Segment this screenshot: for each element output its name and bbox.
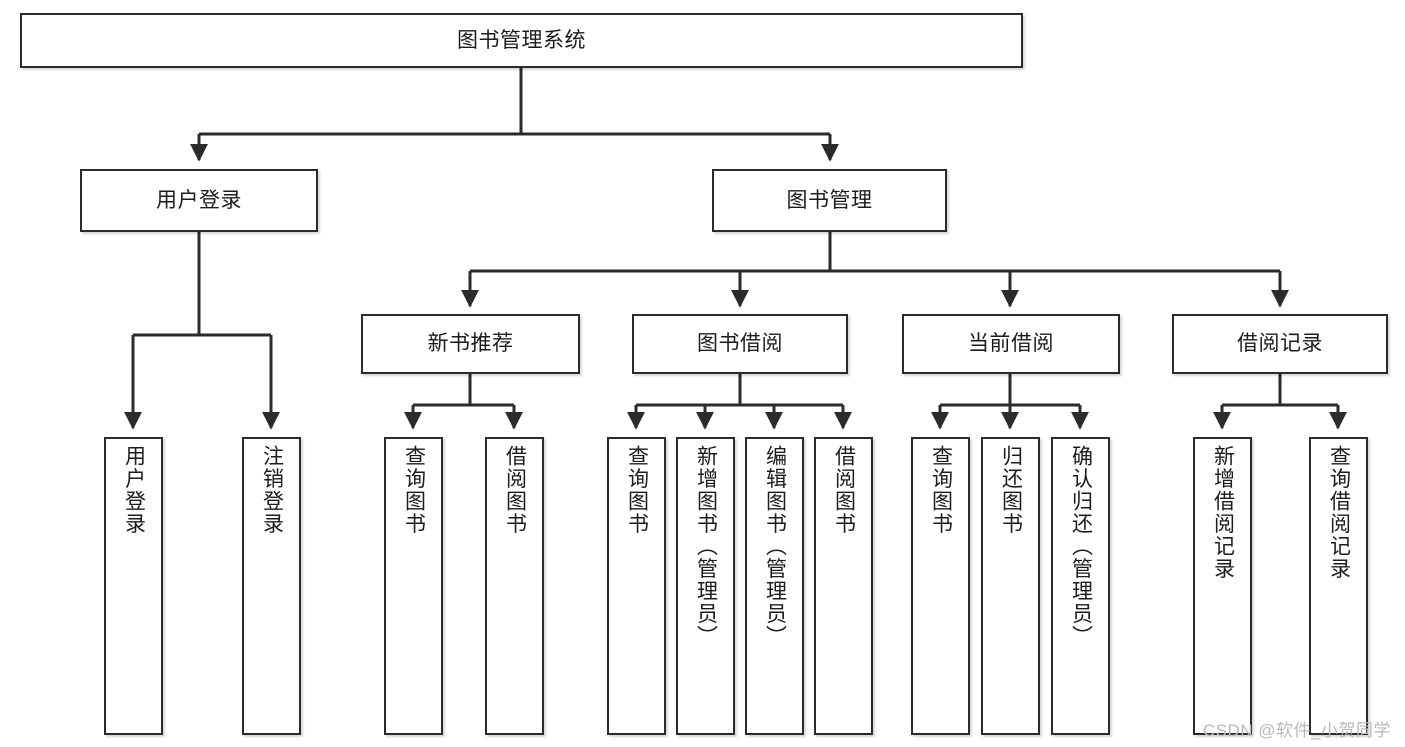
node-leaf-add-record-label: 新增借阅记录 bbox=[1211, 445, 1235, 580]
node-leaf-borrow-book-2[interactable]: 借阅图书 bbox=[814, 437, 873, 735]
node-leaf-borrow-book-1[interactable]: 借阅图书 bbox=[485, 437, 544, 735]
node-leaf-add-record[interactable]: 新增借阅记录 bbox=[1193, 437, 1252, 735]
csdn-watermark: CSDN @软件_小贺同学 bbox=[1202, 721, 1391, 740]
node-leaf-query-record-label: 查询借阅记录 bbox=[1327, 445, 1351, 580]
node-user-login-label: 用户登录 bbox=[156, 188, 242, 212]
node-leaf-confirm-return-label: 确认归还（管理员） bbox=[1069, 445, 1093, 648]
node-leaf-return-book[interactable]: 归还图书 bbox=[981, 437, 1040, 735]
node-new-book-recommend[interactable]: 新书推荐 bbox=[361, 314, 580, 374]
node-leaf-query-book-2[interactable]: 查询图书 bbox=[607, 437, 666, 735]
node-current-borrow-label: 当前借阅 bbox=[968, 332, 1054, 356]
node-leaf-user-login[interactable]: 用户登录 bbox=[104, 437, 163, 735]
node-user-login[interactable]: 用户登录 bbox=[80, 169, 318, 232]
node-leaf-user-login-label: 用户登录 bbox=[122, 445, 146, 535]
node-leaf-query-book-3-label: 查询图书 bbox=[929, 445, 953, 535]
node-book-borrow[interactable]: 图书借阅 bbox=[632, 314, 848, 374]
node-new-book-recommend-label: 新书推荐 bbox=[427, 332, 514, 356]
node-borrow-records[interactable]: 借阅记录 bbox=[1172, 314, 1388, 374]
node-current-borrow[interactable]: 当前借阅 bbox=[902, 314, 1120, 374]
node-book-borrow-label: 图书借阅 bbox=[697, 332, 783, 356]
node-leaf-confirm-return[interactable]: 确认归还（管理员） bbox=[1051, 437, 1110, 735]
node-book-management[interactable]: 图书管理 bbox=[712, 169, 947, 232]
node-leaf-borrow-book-2-label: 借阅图书 bbox=[832, 445, 856, 535]
node-root[interactable]: 图书管理系统 bbox=[20, 13, 1023, 68]
node-leaf-query-record[interactable]: 查询借阅记录 bbox=[1309, 437, 1368, 735]
node-borrow-records-label: 借阅记录 bbox=[1237, 332, 1323, 356]
node-leaf-query-book-1[interactable]: 查询图书 bbox=[384, 437, 443, 735]
node-root-label: 图书管理系统 bbox=[457, 28, 586, 52]
node-leaf-query-book-2-label: 查询图书 bbox=[625, 445, 649, 535]
node-leaf-borrow-book-1-label: 借阅图书 bbox=[503, 445, 527, 535]
node-leaf-edit-book[interactable]: 编辑图书（管理员） bbox=[745, 437, 804, 735]
node-leaf-logout[interactable]: 注销登录 bbox=[242, 437, 301, 735]
node-leaf-query-book-1-label: 查询图书 bbox=[402, 445, 426, 535]
node-leaf-edit-book-label: 编辑图书（管理员） bbox=[763, 445, 787, 648]
node-leaf-add-book-label: 新增图书（管理员） bbox=[694, 445, 718, 648]
node-leaf-return-book-label: 归还图书 bbox=[999, 445, 1023, 535]
node-book-management-label: 图书管理 bbox=[786, 188, 873, 212]
node-leaf-query-book-3[interactable]: 查询图书 bbox=[911, 437, 970, 735]
node-leaf-logout-label: 注销登录 bbox=[260, 445, 284, 535]
node-leaf-add-book[interactable]: 新增图书（管理员） bbox=[676, 437, 735, 735]
